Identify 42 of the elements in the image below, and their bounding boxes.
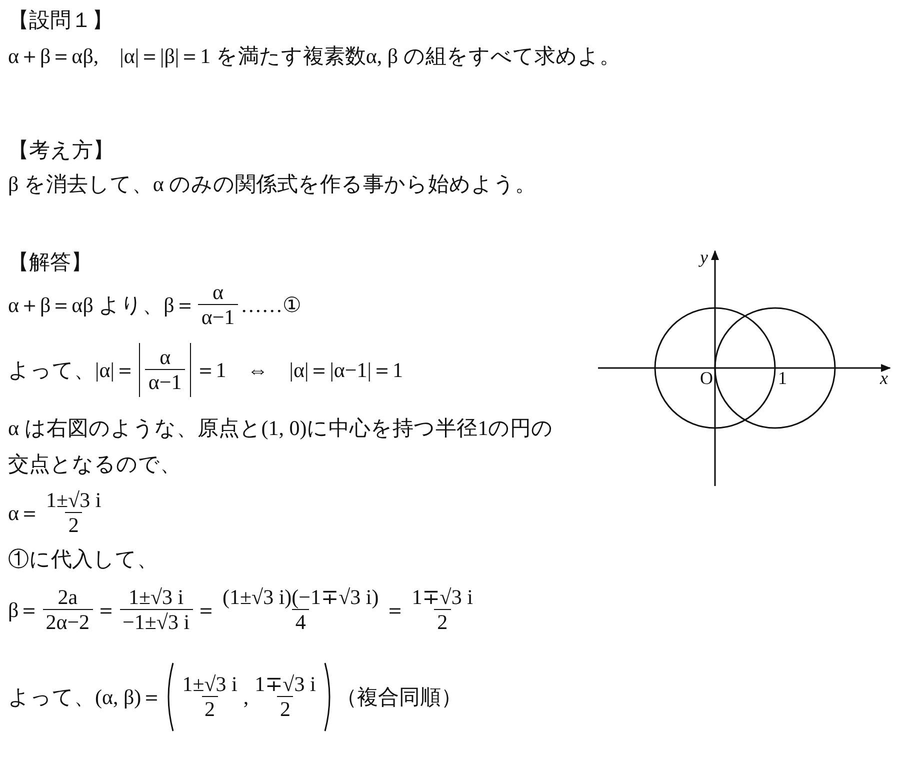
text-line: 【考え方】	[8, 137, 114, 164]
text-line: β＝	[8, 597, 40, 624]
text-line: ＝	[196, 597, 217, 624]
text-line: 【設問１】	[8, 7, 113, 34]
denominator: 2	[65, 512, 82, 538]
text-line: よって、|α|＝	[8, 357, 136, 384]
text-line: （複合同順）	[336, 684, 462, 712]
text-line: ＝1 ⇔ |α|＝|α−1|＝1	[194, 357, 403, 384]
text-line: 交点となるので、	[8, 451, 181, 478]
numerator: 1±√3 i	[181, 672, 238, 696]
text-line: α＝	[8, 500, 40, 528]
text-line: ①に代入して、	[8, 546, 158, 573]
numerator: 1±√3 i	[127, 585, 185, 610]
denominator: 4	[292, 609, 309, 636]
numerator: α	[158, 345, 172, 370]
numerator: 1±√3 i	[45, 488, 102, 512]
origin-label: O	[700, 368, 713, 389]
text-line: β を消去して、α のみの関係式を作る事から始めよう。	[8, 171, 536, 198]
numerator: 2a	[56, 585, 79, 610]
text-line: ,	[243, 684, 249, 710]
text-line: ＝	[96, 597, 117, 624]
denominator: 2α−2	[42, 609, 93, 636]
text-line: α は右図のような、原点と(1, 0)に中心を持つ半径1の円の	[8, 415, 554, 442]
numerator: (1±√3 i)(−1∓√3 i)	[222, 585, 380, 610]
text-line: α＋β＝αβ, |α|＝|β|＝1 を満たす複素数α, β の組をすべて求めよ。	[8, 43, 620, 70]
numerator: α	[211, 280, 224, 304]
text-line: ……①	[240, 292, 302, 318]
text-line: α＋β＝αβ より、β＝	[8, 292, 196, 320]
numerator: 1∓√3 i	[410, 585, 474, 610]
text-line: ＝	[384, 597, 406, 624]
axis-label: y	[700, 247, 708, 268]
denominator: α−1	[198, 304, 238, 330]
denominator: α−1	[145, 369, 185, 396]
tick-label: 1	[778, 368, 787, 389]
denominator: 2	[276, 696, 294, 722]
denominator: 2	[434, 609, 451, 636]
text-line: よって、(α, β)＝	[8, 684, 162, 712]
numerator: 1∓√3 i	[254, 672, 317, 696]
axis-label: x	[880, 368, 888, 389]
denominator: −1±√3 i	[120, 609, 193, 636]
text-line: 【解答】	[8, 249, 92, 276]
denominator: 2	[202, 696, 218, 722]
